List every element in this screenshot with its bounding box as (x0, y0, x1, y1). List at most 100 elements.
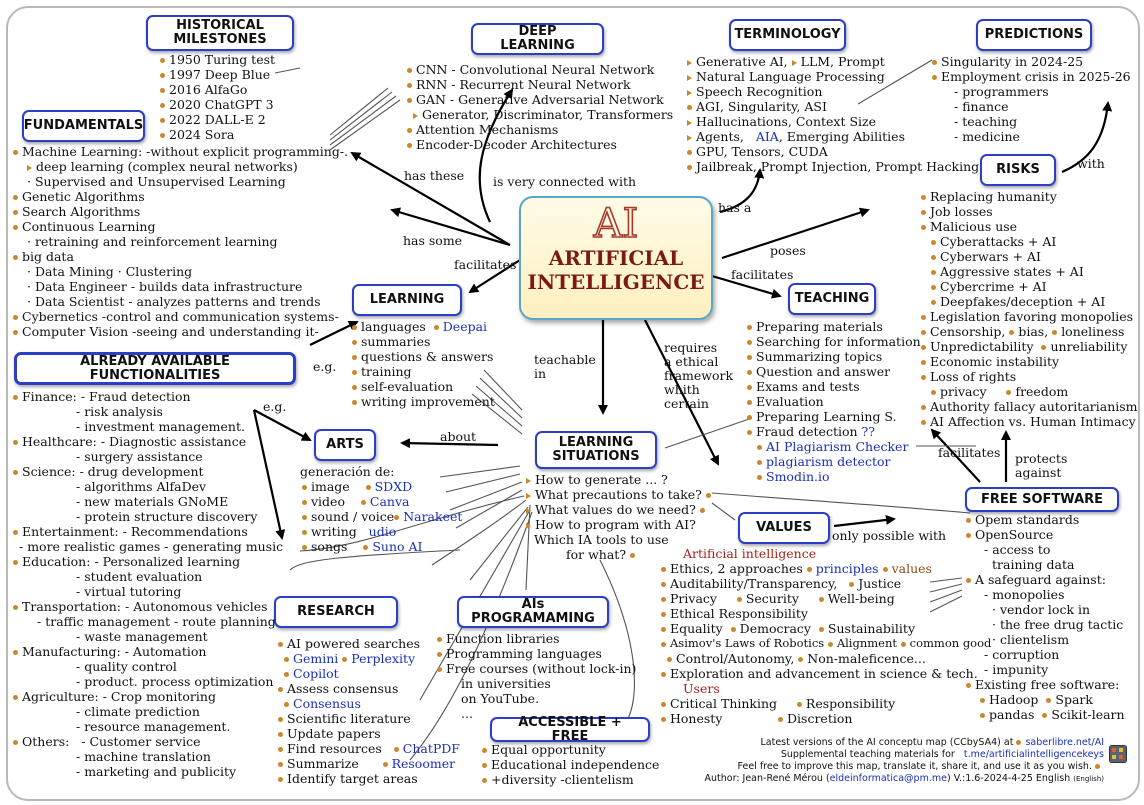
link-saberlibre[interactable]: saberlibre.net/AI (1025, 737, 1104, 748)
footer-line: Feel free to improve this map, translate… (700, 761, 1104, 773)
link-telegram[interactable]: t.me/artificialintelligencekeys (963, 749, 1104, 760)
link-ai-plagiarism-checker[interactable]: AI Plagiarism Checker (766, 439, 909, 454)
list-item: video Canva (300, 494, 462, 509)
list-item: · Supervised and Unsupervised Learning (27, 174, 286, 189)
box-already-available: ALREADY AVAILABLE FUNCTIONALITIES (14, 352, 296, 385)
arrow-to-fundamentals (350, 151, 511, 246)
list-item: Science: - drug development (13, 464, 283, 479)
arrow-eg-arts-a (253, 409, 312, 441)
list-item: Agents, AIA, Emerging Abilities (687, 129, 979, 144)
list-item: Find resources ChatPDF (278, 741, 460, 756)
link-chatpdf[interactable]: ChatPDF (402, 741, 460, 756)
list-item: Consensus (278, 696, 460, 711)
arrow-to-predictions (1061, 101, 1113, 174)
learning-list: languages Deepai summaries questions & a… (352, 319, 495, 409)
list-item: Question and answer (747, 364, 921, 379)
list-item: Attention Mechanisms (407, 122, 673, 137)
ai-subtitle-1: ARTIFICIAL (548, 246, 684, 270)
footer-credits: Latest versions of the AI conceptu map (… (700, 737, 1105, 785)
list-item: Copilot (278, 666, 460, 681)
link-label-teachable-in: teachable in (534, 352, 596, 381)
list-item: image SDXD (300, 479, 462, 494)
list-item: Entertainment: - Recommendations (13, 524, 283, 539)
list-item: Equality Democracy Sustainability (661, 621, 991, 636)
arts-list: generación de: image SDXD video Canva so… (300, 464, 462, 554)
link-perplexity[interactable]: Perplexity (351, 651, 416, 666)
list-item: Summarize Resoomer (278, 756, 460, 771)
link-aia[interactable]: AIA (755, 129, 779, 144)
link-udio[interactable]: udio (368, 524, 397, 539)
link-consensus[interactable]: Consensus (293, 696, 361, 711)
box-deep-learning: DEEP LEARNING (471, 23, 604, 55)
list-item: Education: - Personalized learning (13, 554, 283, 569)
list-item: GPU, Tensors, CUDA (687, 144, 979, 159)
list-item: Programming languages (437, 646, 636, 661)
box-learning-situations: LEARNING SITUATIONS (535, 431, 657, 469)
list-item: Preparing materials (747, 319, 921, 334)
box-fundamentals: FUNDAMENTALS (22, 110, 145, 142)
arrow-to-learning (468, 259, 521, 294)
risks-list: Replacing humanity Job losses Malicious … (921, 189, 1138, 429)
link-gemini[interactable]: Gemini (293, 651, 339, 666)
list-item: Unpredictability unreliability (921, 339, 1138, 354)
learning-situations-list: How to generate ... ? What precautions t… (526, 472, 715, 562)
list-item: AI powered searches (278, 636, 460, 651)
list-item: Evaluation (747, 394, 921, 409)
ai-subtitle-2: INTELLIGENCE (527, 270, 705, 294)
list-item: Critical Thinking Responsibility (661, 696, 991, 711)
list-item: Computer Vision -seeing and understandin… (13, 324, 348, 339)
link-resoomer[interactable]: Resoomer (391, 756, 456, 771)
link-email[interactable]: eldeinformatica@pm.me (829, 773, 947, 784)
link-plagiarism-detector[interactable]: plagiarism detector (766, 454, 891, 469)
list-item: Agriculture: - Crop monitoring (13, 689, 283, 704)
list-item: Summarizing topics (747, 349, 921, 364)
list-item: writing udio (300, 524, 462, 539)
link-narakeet[interactable]: Narakeet (403, 509, 463, 524)
historical-list: 1950 Turing test 1997 Deep Blue 2016 Alf… (160, 52, 275, 142)
list-item: Legislation favoring monopolies (921, 309, 1138, 324)
link-canva[interactable]: Canva (369, 494, 410, 509)
deep-learning-list: CNN - Convolutional Neural Network RNN -… (407, 62, 673, 152)
link-suno-ai[interactable]: Suno AI (372, 539, 423, 554)
values-list: Artificial intelligence Ethics, 2 approa… (661, 546, 991, 726)
list-item: Searching for information (747, 334, 921, 349)
list-item: - waste management (76, 629, 208, 644)
link-label-eg-1: e.g. (313, 359, 337, 374)
list-item: Control/Autonomy, Non-maleficence... (661, 651, 991, 666)
list-item: ... (461, 706, 473, 721)
link-smodin[interactable]: Smodin.io (766, 469, 830, 484)
link-copilot[interactable]: Copilot (293, 666, 339, 681)
list-item: Search Algorithms (13, 204, 348, 219)
list-item: A safeguard against: (966, 572, 1125, 587)
list-item: · clientelism (992, 632, 1070, 647)
list-item: Educational independence (482, 757, 659, 772)
list-item: - monopolies (984, 587, 1065, 602)
list-item: · retraining and reinforcement learning (27, 234, 278, 249)
list-item: - impunity (984, 662, 1049, 677)
list-item: Honesty Discretion (661, 711, 991, 726)
list-item: summaries (352, 334, 495, 349)
link-label-facilitates-learning: facilitates (454, 257, 517, 272)
list-item: · Data Mining · Clustering (27, 264, 193, 279)
list-item: Fraud detection ?? (747, 424, 921, 439)
footer-line: Supplemental teaching materials for t.me… (780, 749, 1104, 760)
link-deepai[interactable]: Deepai (442, 319, 488, 334)
list-item: AGI, Singularity, ASI (687, 99, 979, 114)
link-label-with: with (1077, 156, 1105, 171)
list-item: Preparing Learning S. (747, 409, 921, 424)
list-item: big data (13, 249, 348, 264)
list-item: Identify target areas (278, 771, 460, 786)
list-item: - corruption (984, 647, 1060, 662)
box-research: RESEARCH (274, 596, 398, 628)
link-sdxd[interactable]: SDXD (374, 479, 413, 494)
list-item: Employment crisis in 2025-26 (932, 69, 1131, 84)
values-users: Users (683, 681, 720, 696)
list-item: languages Deepai (352, 319, 495, 334)
list-item: Cyberattacks + AI (921, 234, 1138, 249)
list-item: RNN - Recurrent Neural Network (407, 77, 673, 92)
link-label-about: about (440, 429, 477, 444)
list-item: - quality control (76, 659, 177, 674)
box-learning: LEARNING (352, 284, 462, 316)
list-item: Transportation: - Autonomous vehicles (13, 599, 283, 614)
